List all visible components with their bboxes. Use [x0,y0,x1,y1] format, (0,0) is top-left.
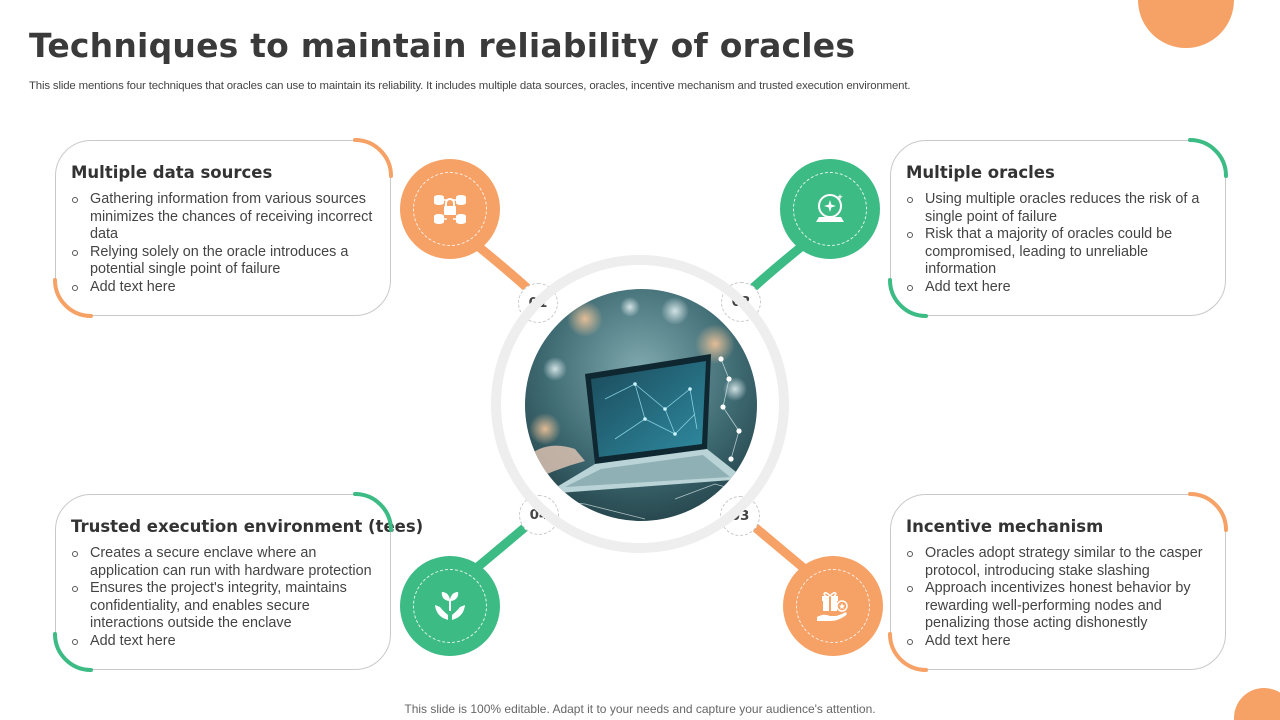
hero-ring [491,255,789,553]
bullet-list: Gathering information from various sourc… [71,191,376,297]
bullet-item: Using multiple oracles reduces the risk … [906,191,1211,226]
card-multiple-data-sources: Multiple data sources Gathering informat… [55,140,391,316]
bullet-item: Gathering information from various sourc… [71,191,376,244]
page-title: Techniques to maintain reliability of or… [29,26,856,65]
card-title: Incentive mechanism [906,517,1104,536]
hero-laptop-image [525,289,757,521]
bullet-item: Add text here [71,633,376,651]
bullet-item: Approach incentivizes honest behavior by… [906,580,1211,633]
gift-hand-icon [817,592,848,621]
icon-circle-03 [783,556,883,656]
icon-circle-04 [400,556,500,656]
bullet-item: Add text here [906,279,1211,297]
card-trusted-execution-environment: Trusted execution environment (tees) Cre… [55,494,424,670]
icon-circle-01 [400,159,500,259]
bullet-list: Creates a secure enclave where an applic… [71,545,376,651]
plant-hands-icon [435,592,465,620]
icon-circle-02 [780,159,880,259]
page-subtitle: This slide mentions four techniques that… [29,80,911,92]
crystal-ball-icon [816,194,844,222]
card-title: Multiple data sources [71,163,273,182]
bullet-list: Oracles adopt strategy similar to the ca… [906,545,1211,651]
bullet-item: Ensures the project's integrity, maintai… [71,580,376,633]
card-title: Multiple oracles [906,163,1055,182]
bullet-list: Using multiple oracles reduces the risk … [906,191,1211,297]
card-multiple-oracles: Multiple oracles Using multiple oracles … [890,140,1226,316]
bullet-item: Add text here [906,633,1211,651]
bullet-item: Add text here [71,279,376,297]
bullet-item: Relying solely on the oracle introduces … [71,244,376,279]
bullet-item: Oracles adopt strategy similar to the ca… [906,545,1211,580]
database-network-icon [434,195,466,224]
bullet-item: Creates a secure enclave where an applic… [71,545,376,580]
bullet-item: Risk that a majority of oracles could be… [906,226,1211,279]
footer-note: This slide is 100% editable. Adapt it to… [404,702,876,716]
card-incentive-mechanism: Incentive mechanism Oracles adopt strate… [890,494,1226,670]
card-title: Trusted execution environment (tees) [71,517,424,536]
